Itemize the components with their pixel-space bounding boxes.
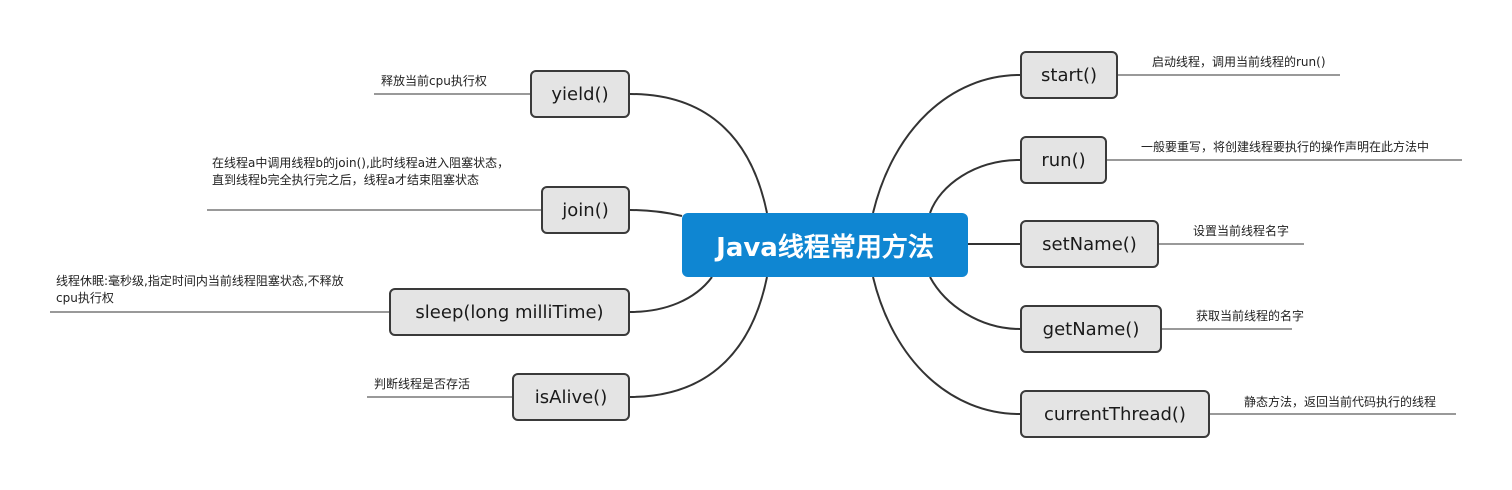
note-yield: 释放当前cpu执行权	[381, 74, 487, 88]
node-start[interactable]: start()	[1020, 51, 1118, 99]
connector-sleep	[629, 276, 713, 313]
node-run[interactable]: run()	[1020, 136, 1107, 184]
note-isalive: 判断线程是否存活	[374, 377, 471, 391]
connector-join	[629, 209, 683, 217]
note-join: 在线程a中调用线程b的join(),此时线程a进入阻塞状态，直到线程b完全执行完…	[212, 156, 510, 187]
note-sleep: 线程休眠:毫秒级,指定时间内当前线程阻塞状态,不释放cpu执行权	[56, 274, 344, 305]
node-join[interactable]: join()	[541, 186, 630, 234]
connector-run	[929, 159, 1021, 214]
node-getname[interactable]: getName()	[1020, 305, 1162, 353]
central-topic[interactable]: Java线程常用方法	[682, 213, 968, 277]
node-isalive[interactable]: isAlive()	[512, 373, 630, 421]
note-run: 一般要重写，将创建线程要执行的操作声明在此方法中	[1141, 140, 1430, 154]
node-currentthread[interactable]: currentThread()	[1020, 390, 1210, 438]
connector-yield	[629, 93, 768, 214]
note-start: 启动线程，调用当前线程的run()	[1152, 55, 1326, 69]
connector-getname	[929, 276, 1021, 330]
note-currentthread: 静态方法，返回当前代码执行的线程	[1244, 395, 1437, 409]
connector-currentthread	[872, 276, 1021, 415]
node-yield[interactable]: yield()	[530, 70, 630, 118]
node-setname[interactable]: setName()	[1020, 220, 1159, 268]
connector-isalive	[629, 276, 768, 398]
node-sleep[interactable]: sleep(long milliTime)	[389, 288, 630, 336]
connector-start	[872, 74, 1021, 214]
note-getname: 获取当前线程的名字	[1196, 309, 1305, 323]
note-setname: 设置当前线程名字	[1193, 224, 1290, 238]
